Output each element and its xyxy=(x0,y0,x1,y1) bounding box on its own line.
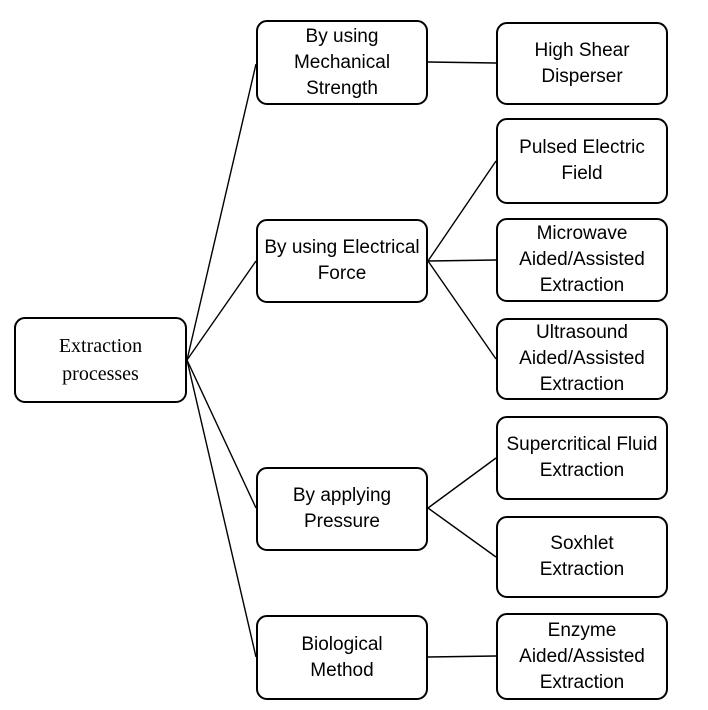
connector-root-electrical xyxy=(186,260,257,361)
node-microwave-extraction: Microwave Aided/Assisted Extraction xyxy=(496,218,668,302)
node-supercritical-fluid-extraction: Supercritical Fluid Extraction xyxy=(496,416,668,500)
node-mechanical-strength: By using Mechanical Strength xyxy=(256,20,428,105)
connector-root-biological xyxy=(186,359,257,658)
connector-electrical-ultrasound xyxy=(427,260,497,360)
connector-pressure-supercritical xyxy=(427,457,497,509)
connector-biological-enzyme xyxy=(427,655,497,658)
node-ultrasound-extraction: Ultrasound Aided/Assisted Extraction xyxy=(496,318,668,400)
connector-pressure-soxhlet xyxy=(427,507,497,558)
connector-root-mechanical xyxy=(186,63,257,361)
connector-electrical-pulsed xyxy=(427,160,497,262)
node-electrical-force: By using Electrical Force xyxy=(256,219,428,303)
node-high-shear-disperser: High Shear Disperser xyxy=(496,22,668,105)
connector-mechanical-highshear xyxy=(427,61,497,64)
node-biological-method: Biological Method xyxy=(256,615,428,700)
connector-root-pressure xyxy=(186,359,257,509)
connector-electrical-microwave xyxy=(427,259,497,262)
node-pulsed-electric-field: Pulsed Electric Field xyxy=(496,118,668,204)
node-extraction-processes: Extraction processes xyxy=(14,317,187,403)
node-enzyme-extraction: Enzyme Aided/Assisted Extraction xyxy=(496,613,668,700)
node-soxhlet-extraction: Soxhlet Extraction xyxy=(496,516,668,598)
node-applying-pressure: By applying Pressure xyxy=(256,467,428,551)
